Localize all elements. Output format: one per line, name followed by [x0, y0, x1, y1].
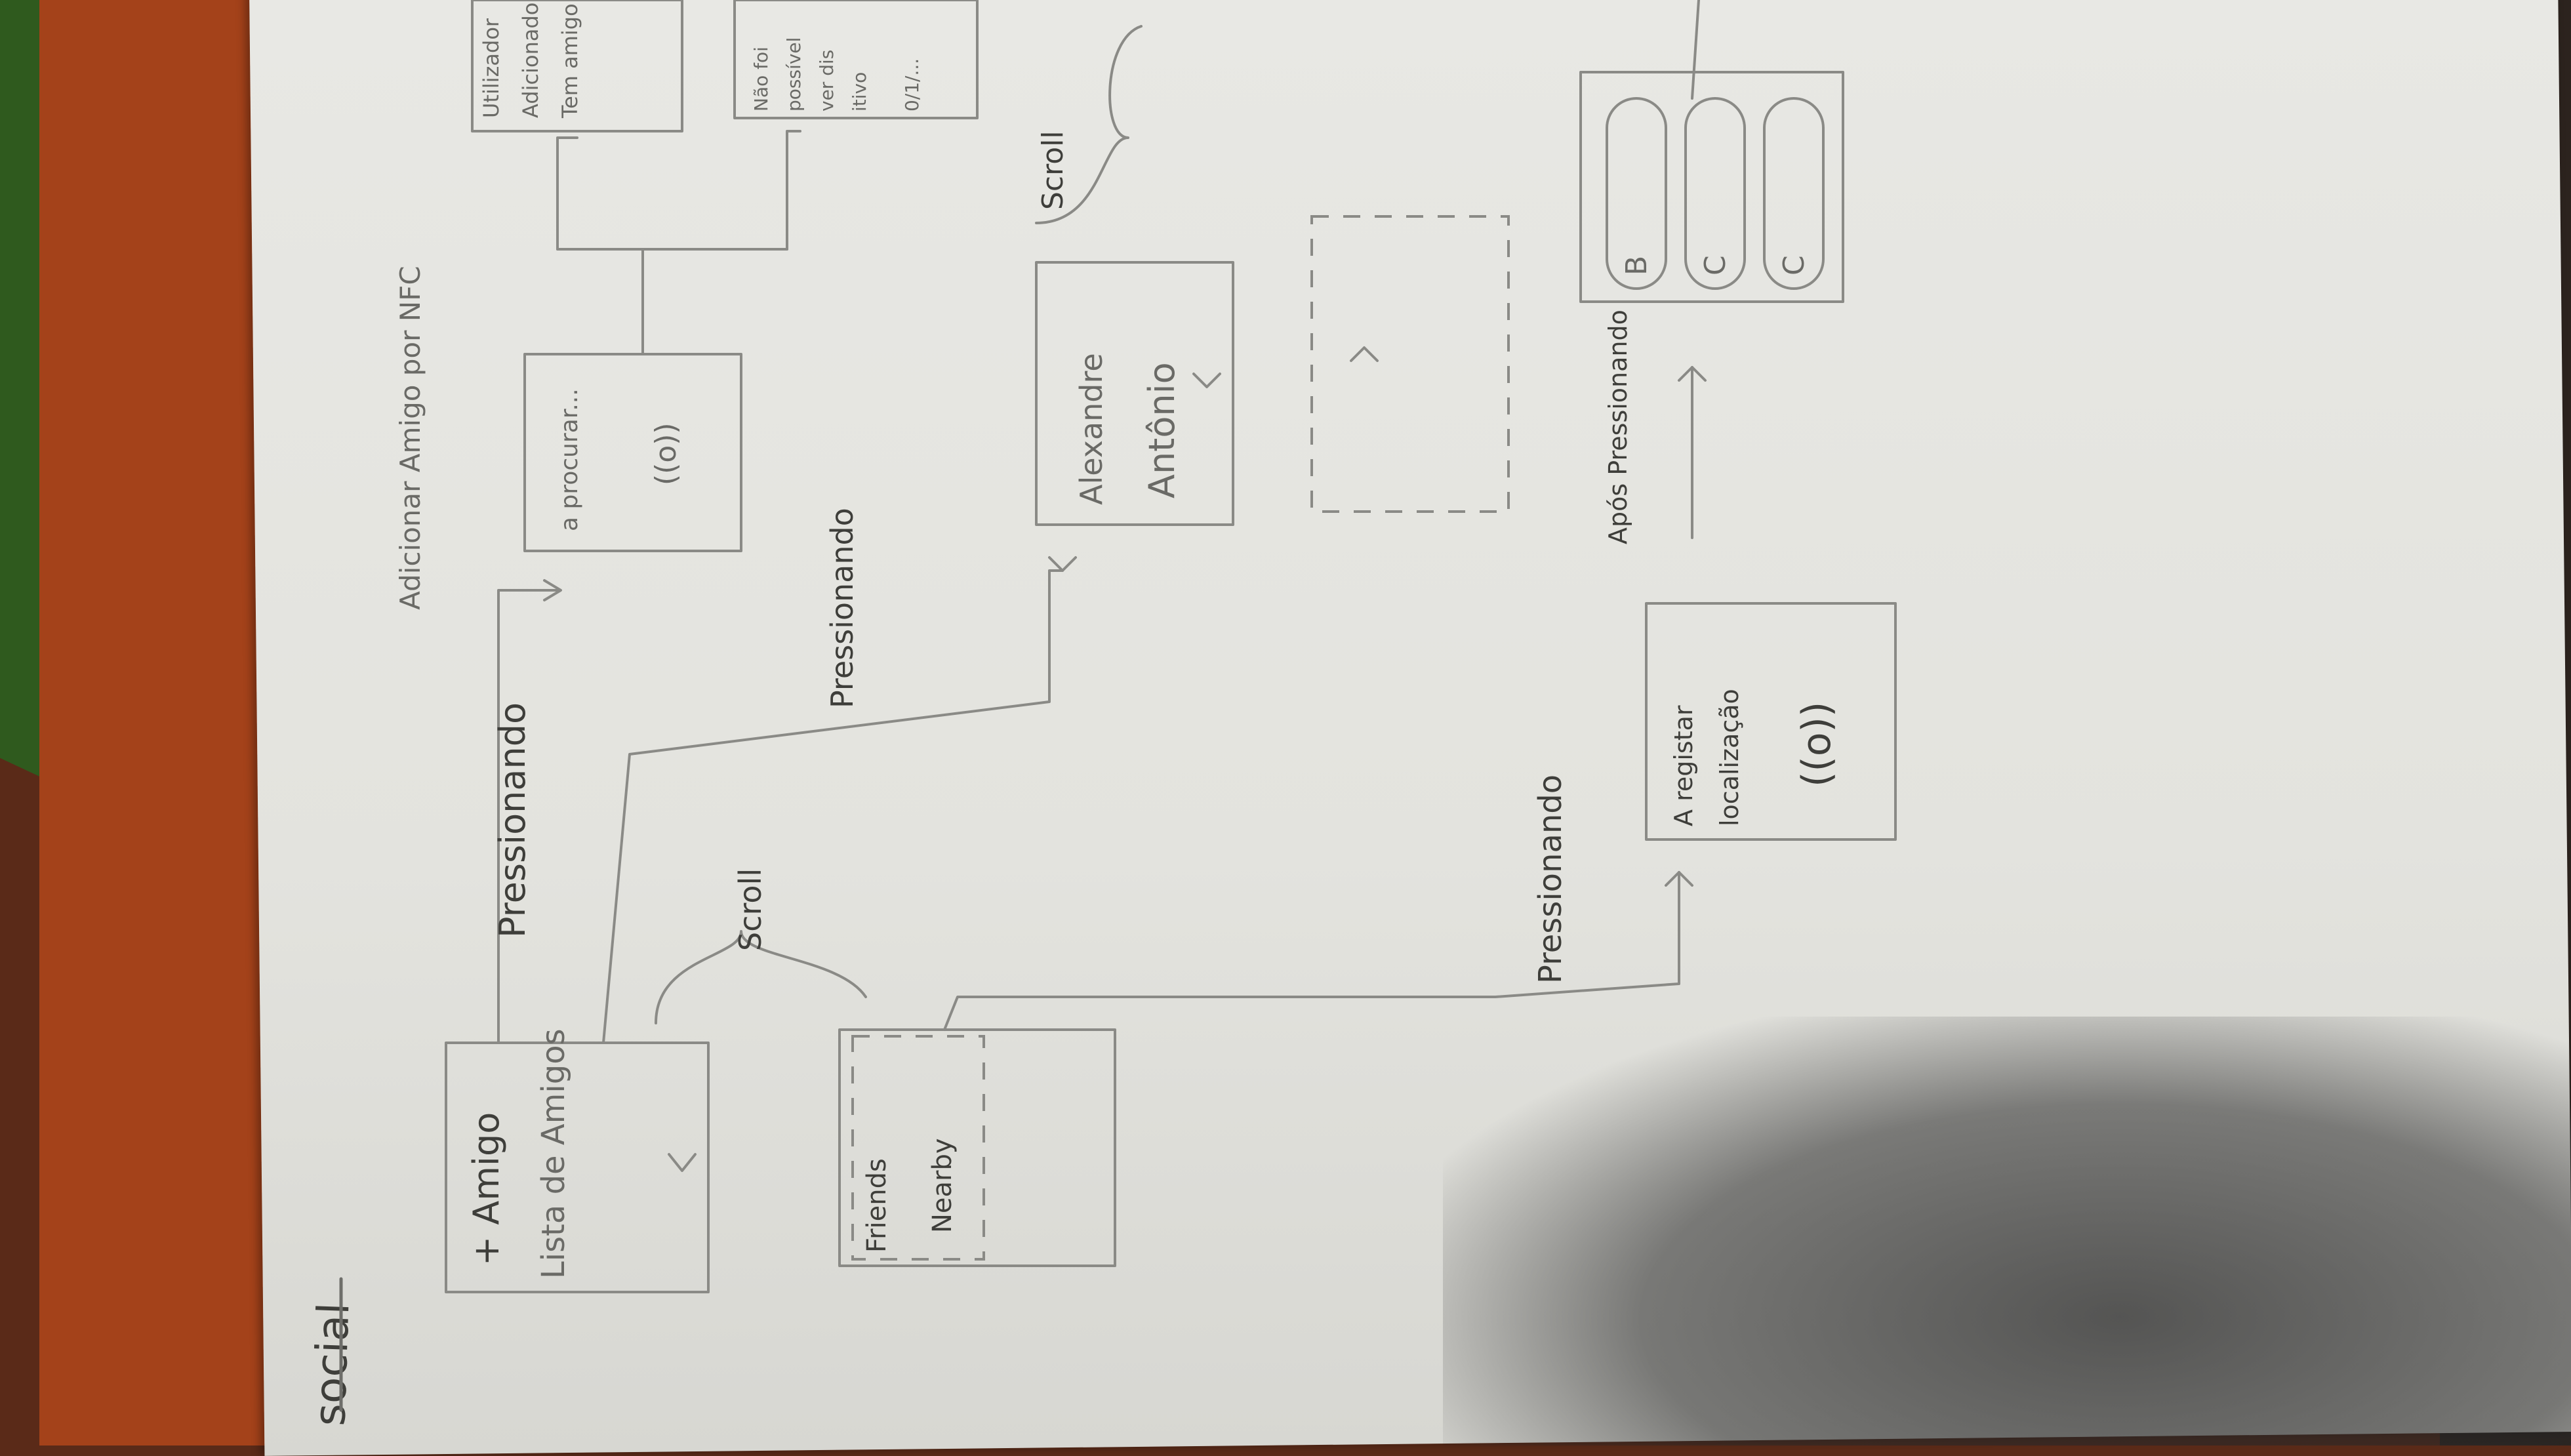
arrow-to-detail — [602, 569, 1064, 1044]
label-pressionando-3: Pressionando — [1532, 775, 1569, 984]
friend-detail-line1: Alexandre — [1074, 353, 1109, 505]
panel-button-2 — [1684, 97, 1746, 290]
friend-detail-screen — [1035, 261, 1234, 526]
branch-to-success — [556, 136, 578, 251]
panel-button-label-2: C — [1699, 255, 1732, 275]
nfc-screen — [523, 353, 742, 552]
friends-nearby-line2: Nearby — [927, 1138, 958, 1233]
label-scroll-2: Scroll — [1036, 131, 1070, 210]
nfc-send-line1: A registar — [1669, 705, 1698, 826]
friends-nearby-highlight — [851, 1035, 985, 1261]
success-line3: Tem amigo — [557, 3, 582, 119]
arrow-to-nfc — [497, 589, 559, 1044]
scroll-arc-2 — [1035, 25, 1143, 224]
nfc-send-signal-icon: ((o)) — [1794, 702, 1840, 787]
panel-button-label-3: C — [1777, 255, 1811, 275]
friends-list-title: Lista de Amigos — [535, 1028, 572, 1279]
friend-detail-expanded — [1310, 215, 1510, 513]
panel-button-3 — [1763, 97, 1825, 290]
success-line1: Utilizador — [479, 18, 504, 118]
label-apos-pressionando: Após Pressionando — [1604, 310, 1632, 544]
page-heading-group: social — [304, 1302, 359, 1427]
failure-line3: ver dis — [816, 50, 838, 111]
success-line2: Adicionado — [518, 3, 543, 118]
panel-connector — [1691, 0, 1700, 100]
failure-line2: possível — [783, 37, 805, 111]
nfc-send-line2: localização — [1715, 689, 1744, 826]
label-pressionando-1: Pressionando — [492, 702, 533, 938]
panel-button-label-1: B — [1620, 256, 1653, 275]
branch-to-failure — [786, 130, 801, 251]
failure-line5: 0/1/... — [901, 58, 923, 111]
friends-list-screen — [445, 1041, 710, 1293]
buttons-panel — [1579, 71, 1844, 303]
failure-line1: Não foi — [750, 47, 772, 111]
nfc-send-screen — [1645, 602, 1897, 841]
friend-detail-line2: Antônio — [1141, 362, 1183, 498]
arrowhead-icon — [1048, 556, 1077, 572]
label-pressionando-2: Pressionando — [824, 508, 860, 708]
nfc-screen-label: a procurar... — [556, 388, 583, 531]
success-screen — [471, 0, 683, 132]
page-heading: social — [304, 1302, 359, 1427]
nfc-signal-icon: ((o)) — [649, 422, 683, 485]
arrowhead-icon — [1678, 366, 1707, 382]
arrowhead-icon — [543, 579, 562, 601]
scroll-arc-1 — [655, 930, 867, 1024]
friends-list-add: + Amigo — [466, 1112, 507, 1266]
panel-button-1 — [1606, 97, 1667, 290]
hand-shadow — [1443, 1017, 2571, 1446]
chevron-down-icon — [1192, 373, 1221, 388]
chevron-down-icon — [668, 1153, 697, 1172]
chevron-up-icon — [1350, 346, 1379, 362]
failure-line4: itivo — [849, 72, 870, 111]
label-scroll-1: Scroll — [733, 868, 768, 951]
nfc-screen-title: Adicionar Amigo por NFC — [394, 266, 426, 610]
failure-screen — [733, 0, 979, 119]
arrow-to-nfc-send — [943, 871, 1680, 1031]
friends-nearby-screen — [838, 1028, 1116, 1267]
friends-nearby-line1: Friends — [862, 1158, 892, 1253]
arrowhead-icon — [1665, 871, 1693, 887]
